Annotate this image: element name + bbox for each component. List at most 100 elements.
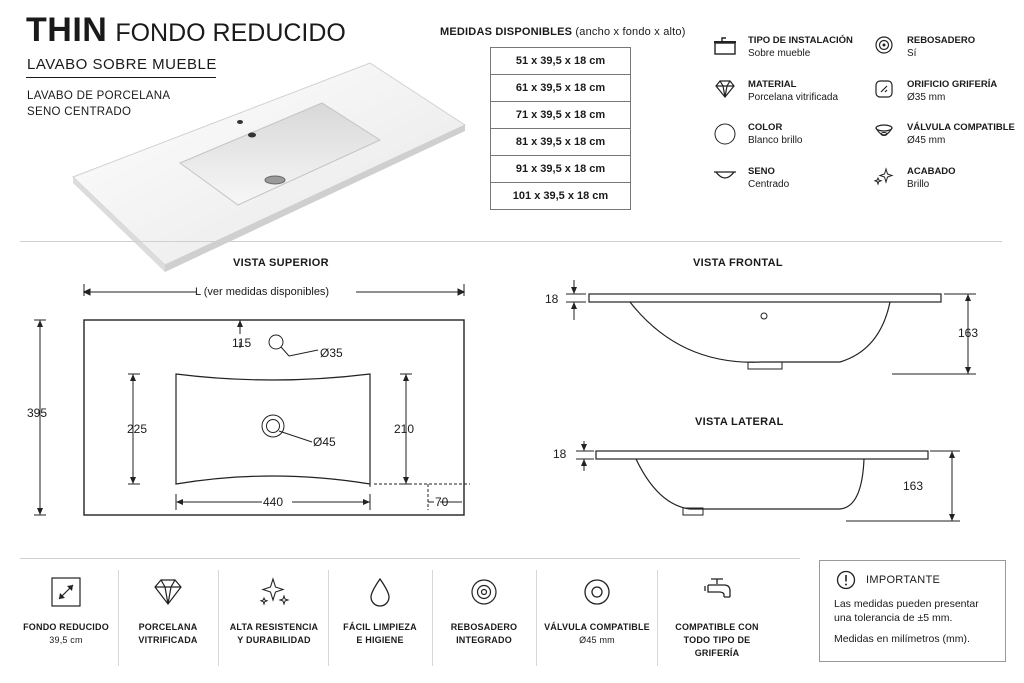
spec-value: Sí [907, 48, 917, 59]
feature-sublabel: 39,5 cm [49, 635, 83, 645]
dim-395: 395 [27, 406, 48, 420]
feature-sublabel: VITRIFICADA [138, 635, 198, 645]
diamond-icon [154, 579, 182, 605]
spec-label: ORIFICIO GRIFERÍA [907, 79, 998, 90]
feature-sublabel: Y DURABILIDAD [237, 635, 311, 645]
side-dim-18: 18 [553, 447, 567, 461]
feature-sublabel: TODO TIPO DE GRIFERÍA [683, 635, 751, 658]
feature-sublabel: E HIGIENE [356, 635, 404, 645]
feature-label: FÁCIL LIMPIEZA [343, 622, 417, 632]
reduced-depth-icon [51, 577, 81, 607]
measures-note: (ancho x fondo x alto) [575, 26, 686, 38]
drop-icon [370, 577, 390, 607]
feature-sublabel: INTEGRADO [456, 635, 512, 645]
sparkle-icon [873, 167, 894, 186]
sink-product-image [72, 62, 467, 272]
spec-value: Blanco brillo [748, 135, 803, 146]
spec-value: Ø35 mm [907, 92, 946, 103]
feature-reduced-depth: FONDO REDUCIDO 39,5 cm [20, 575, 112, 647]
important-text-2: Medidas en milímetros (mm). [834, 633, 970, 645]
view-title-side: VISTA LATERAL [695, 416, 784, 428]
diamond-icon [715, 80, 735, 98]
side-view-drawing [576, 441, 960, 522]
measure-row: 81 x 39,5 x 18 cm [490, 128, 631, 156]
basin-icon [714, 171, 736, 179]
overflow-icon [471, 579, 497, 605]
top-view-drawing [34, 284, 470, 516]
feature-label: FONDO REDUCIDO [23, 622, 109, 632]
valve-icon [875, 124, 893, 136]
measure-row: 71 x 39,5 x 18 cm [490, 101, 631, 129]
spec-faucet-hole: ORIFICIO GRIFERÍA Ø35 mm [871, 79, 997, 104]
sparkle-icon [259, 577, 290, 606]
feature-label: VÁLVULA COMPATIBLE [544, 622, 650, 632]
spec-color: COLOR Blanco brillo [712, 122, 802, 147]
spec-value: Sobre mueble [748, 48, 811, 59]
subtitle-underline [26, 77, 216, 78]
feature-label: ALTA RESISTENCIA [229, 622, 319, 632]
front-dim-18: 18 [545, 292, 559, 306]
spec-overflow: REBOSADERO Sí [871, 35, 975, 60]
feature-sublabel: Ø45 mm [579, 635, 615, 645]
feature-label: COMPATIBLE CON [675, 622, 759, 632]
front-view-drawing [566, 280, 976, 375]
valve-icon [584, 579, 610, 605]
spec-value: Porcelana vitrificada [748, 92, 839, 103]
feature-separator [118, 570, 119, 666]
measure-row: 51 x 39,5 x 18 cm [490, 47, 631, 75]
info-icon [836, 570, 856, 590]
dim-length: L (ver medidas disponibles) [195, 286, 330, 298]
spec-label: ACABADO [907, 166, 956, 177]
measures-table: 51 x 39,5 x 18 cm 61 x 39,5 x 18 cm 71 x… [490, 47, 631, 210]
spec-value: Centrado [748, 179, 790, 190]
dim-440: 440 [263, 495, 284, 509]
spec-value: Ø45 mm [907, 135, 946, 146]
feature-resistance: ALTA RESISTENCIA Y DURABILIDAD [224, 575, 324, 647]
dim-faucet-hole: Ø35 [320, 346, 343, 360]
feature-easy-clean: FÁCIL LIMPIEZA E HIGIENE [334, 575, 426, 647]
important-title: IMPORTANTE [866, 574, 941, 586]
spec-label: SENO [748, 166, 775, 177]
dim-115: 115 [232, 336, 252, 350]
overflow-icon [875, 36, 893, 54]
feature-overflow: REBOSADERO INTEGRADO [438, 575, 530, 647]
measure-row: 61 x 39,5 x 18 cm [490, 74, 631, 102]
divider-top [20, 241, 1002, 242]
cabinet-icon [714, 37, 736, 55]
feature-separator [328, 570, 329, 666]
front-dim-163: 163 [958, 326, 979, 340]
dim-valve: Ø45 [313, 435, 336, 449]
dim-225: 225 [127, 422, 148, 436]
measure-row: 101 x 39,5 x 18 cm [490, 182, 631, 210]
feature-separator [536, 570, 537, 666]
feature-label: REBOSADERO [450, 622, 518, 632]
divider-bottom [20, 558, 800, 559]
feature-valve: VÁLVULA COMPATIBLE Ø45 mm [542, 575, 652, 647]
measures-title: MEDIDAS DISPONIBLES (ancho x fondo x alt… [440, 26, 686, 38]
feature-porcelain: PORCELANA VITRIFICADA [124, 575, 212, 647]
feature-separator [657, 570, 658, 666]
side-dim-163: 163 [903, 479, 924, 493]
view-title-front: VISTA FRONTAL [693, 257, 783, 269]
spec-material: MATERIAL Porcelana vitrificada [712, 79, 838, 104]
faucet-icon [704, 578, 731, 598]
product-title-suffix: FONDO REDUCIDO [115, 19, 346, 47]
spec-label: MATERIAL [748, 79, 797, 90]
important-text-1: Las medidas pueden presentar una toleran… [834, 598, 979, 624]
faucet-hole-icon [875, 80, 893, 98]
feature-separator [432, 570, 433, 666]
spec-label: REBOSADERO [907, 35, 976, 46]
description-line-1: LAVABO DE PORCELANA [27, 90, 171, 102]
measure-row: 91 x 39,5 x 18 cm [490, 155, 631, 183]
spec-basin: SENO Centrado [712, 166, 789, 191]
feature-faucet: COMPATIBLE CON TODO TIPO DE GRIFERÍA [660, 575, 774, 660]
circle-icon [714, 123, 736, 145]
dim-210: 210 [394, 422, 415, 436]
product-subtitle: LAVABO SOBRE MUEBLE [27, 56, 217, 73]
spec-label: COLOR [748, 122, 783, 133]
feature-label: PORCELANA [138, 622, 198, 632]
dim-70: 70 [435, 495, 449, 509]
